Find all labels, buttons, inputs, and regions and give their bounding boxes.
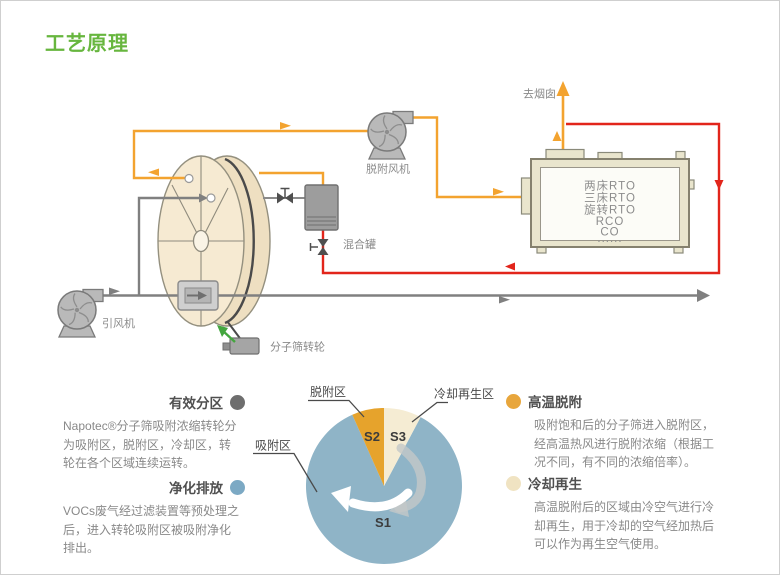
duct-arrow	[198, 291, 207, 300]
zone-pie: S2 S3 S1 脱附区 冷却再生区 吸附区	[253, 384, 494, 564]
note-high-temp-desorption: 高温脱附 吸附饱和后的分子筛进入脱附区，经高温热风进行脱附浓缩（根据工况不同，有…	[506, 391, 732, 472]
desorption-fan-label: 脱附风机	[366, 162, 410, 176]
orange-dot-icon	[506, 393, 521, 409]
flow-marker-orange	[280, 122, 291, 130]
note-body: 高温脱附后的区域由冷空气进行冷却再生，用于冷却的空气经加热后可以作为再生空气使用…	[534, 500, 715, 551]
leader-cooling	[411, 401, 448, 423]
fan-blades	[60, 293, 93, 326]
induced-draft-fan	[57, 288, 104, 338]
note-heading-row: 高温脱附	[506, 391, 732, 411]
note-heading: 冷却再生	[528, 477, 582, 492]
gray-dot-icon	[230, 394, 245, 410]
note-cooling-regeneration: 冷却再生 高温脱附后的区域由冷空气进行冷却再生，用于冷却的空气经加热后可以作为再…	[506, 473, 732, 554]
pie-label-s3: S3	[390, 429, 406, 444]
exhaust-arrow-head	[697, 289, 710, 302]
rto-type: CO	[600, 227, 619, 239]
rto-type: 三床RTO	[584, 191, 636, 205]
flow-marker-red	[714, 180, 724, 190]
flow-marker-red	[505, 262, 515, 271]
wheel-duct-box	[177, 280, 219, 311]
wheel-hot-air-port	[184, 173, 194, 184]
valve	[277, 187, 293, 204]
pie-label-s1: S1	[375, 515, 391, 530]
cooling-zone-label: 冷却再生区	[434, 387, 494, 401]
rotor-label: 分子筛转轮	[270, 340, 325, 354]
rto-unit: 两床RTO 三床RTO 旋转RTO RCO CO ......	[520, 148, 695, 254]
note-effective-zoning: 有效分区 Napotec®分子筛吸附浓缩转轮分为吸附区，脱附区，冷却区，转轮在各…	[63, 392, 245, 473]
note-body: Napotec®分子筛吸附浓缩转轮分为吸附区，脱附区，冷却区，转轮在各个区域连续…	[63, 419, 237, 470]
flow-marker-orange	[493, 188, 504, 196]
note-heading-row: 有效分区	[63, 392, 245, 412]
motor-shaft	[222, 342, 231, 351]
note-heading: 有效分区	[169, 396, 223, 411]
pie-label-s2: S2	[364, 429, 380, 444]
valve	[309, 239, 329, 255]
desorption-fan	[367, 110, 414, 160]
drive-motor	[229, 337, 260, 355]
flow-marker-gray	[499, 296, 510, 304]
rto-return-circuit	[309, 122, 724, 275]
rotation-arrow-white-head	[331, 486, 351, 512]
rto-type: 两床RTO	[584, 179, 636, 193]
note-heading-row: 净化排放	[63, 477, 245, 497]
chimney-label: 去烟囱	[523, 87, 556, 101]
flow-marker-orange	[148, 168, 159, 176]
rotation-arrow-line	[222, 330, 236, 343]
desorption-zone-label: 脱附区	[310, 384, 346, 399]
induced-draft-fan-label: 引风机	[102, 316, 135, 330]
mixing-tank	[304, 184, 339, 231]
rto-type-list: 两床RTO 三床RTO 旋转RTO RCO CO ......	[584, 179, 636, 246]
cooling-air-branch	[137, 193, 208, 296]
leader-desorption	[308, 399, 365, 418]
adsorption-zone-label: 吸附区	[255, 439, 291, 453]
wheel-hub	[192, 229, 210, 253]
page-title: 工艺原理	[45, 33, 129, 55]
fan-blades	[370, 115, 403, 148]
blue-dot-icon	[230, 479, 245, 495]
wheel-cooling-port	[206, 193, 216, 203]
hot-air-circuit	[132, 81, 570, 199]
note-heading: 净化排放	[169, 481, 223, 496]
molecular-sieve-wheel	[157, 155, 271, 355]
note-heading: 高温脱附	[528, 395, 582, 410]
rotation-arrow-head	[217, 325, 228, 337]
mixing-tank-label: 混合罐	[343, 237, 376, 251]
flow-marker-orange	[552, 131, 562, 141]
flow-marker-gray	[109, 287, 120, 295]
pie-segment-s1	[305, 414, 462, 564]
rotation-arrow-white	[348, 488, 413, 512]
cooling-return-pipe	[263, 187, 305, 204]
cream-dot-icon	[506, 475, 521, 491]
leader-adsorption	[253, 452, 318, 493]
pie-segment-s2	[352, 408, 384, 486]
branch-arrow-head	[199, 193, 208, 203]
note-purified-discharge: 净化排放 VOCs废气经过滤装置等预处理之后，进入转轮吸附区被吸附净化排出。	[63, 477, 245, 558]
note-heading-row: 冷却再生	[506, 473, 732, 493]
rto-type: ......	[597, 233, 622, 245]
note-body: VOCs废气经过滤装置等预处理之后，进入转轮吸附区被吸附净化排出。	[63, 504, 240, 555]
note-body: 吸附饱和后的分子筛进入脱附区，经高温热风进行脱附浓缩（根据工况不同，有不同的浓缩…	[534, 418, 715, 469]
rotation-arrow-gray	[394, 443, 426, 513]
rto-type: 旋转RTO	[584, 203, 636, 217]
chimney-arrow-head	[556, 81, 570, 96]
rto-type: RCO	[596, 216, 625, 228]
wheel-belt	[224, 157, 255, 325]
